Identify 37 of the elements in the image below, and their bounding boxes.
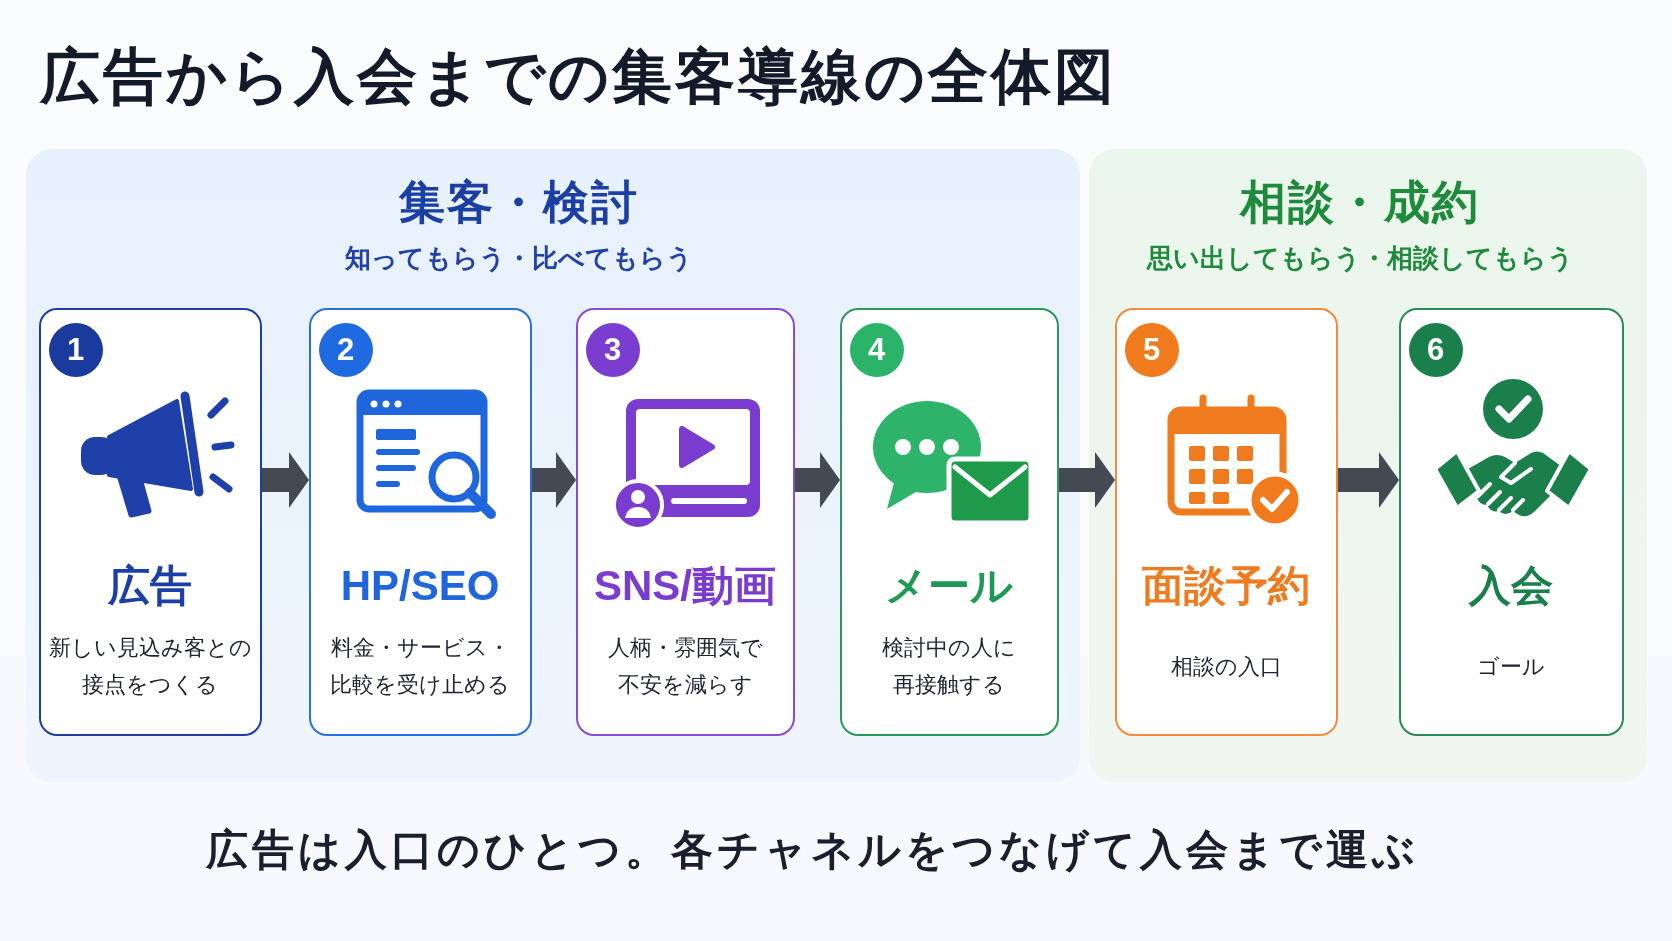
step-title: SNS/動画 [594,560,776,611]
step-description: 検討中の人に再接触する [881,634,1017,699]
diagram-caption: 広告は入口のひとつ。各チャネルをつなげて入会まで運ぶ [205,824,1419,875]
step-number-badge: 5 [1124,322,1179,377]
step-card [1399,308,1624,736]
step-title: 広告 [108,560,192,611]
diagram-title: 広告から入会までの集客導線の全体図 [40,42,1117,112]
arrow [1059,452,1115,508]
step-title: HP/SEO [340,560,500,611]
step-number-badge: 3 [585,322,640,377]
step-card [1115,308,1338,736]
step-number-badge: 4 [849,322,904,377]
stage-heading: 集客・検討 [399,175,639,231]
stage-subheading: 知ってもらう・比べてもらう [345,243,693,275]
stage-panel [1089,149,1647,782]
step-description: ゴール [1477,652,1545,681]
step-number-badge: 2 [318,322,373,377]
step-description: 料金・サービス・比較を受け止める [329,634,511,699]
step-card [576,308,795,736]
step-card [840,308,1059,736]
step-number-badge: 6 [1408,322,1463,377]
stage-heading: 相談・成約 [1240,175,1480,231]
step-title: 入会 [1469,560,1553,611]
stage-panel [26,149,1080,782]
step-card [309,308,532,736]
step-card [39,308,262,736]
arrow [795,452,840,508]
step-number-badge: 1 [48,322,103,377]
step-title: 面談予約 [1142,560,1310,611]
step-title: メール [885,560,1013,611]
arrow [532,452,576,508]
step-description: 相談の入口 [1170,652,1282,681]
arrow [262,452,309,508]
stage-subheading: 思い出してもらう・相談してもらう [1146,243,1574,275]
arrow [1338,452,1399,508]
step-description: 人柄・雰囲気で不安を減らす [606,634,764,699]
step-description: 新しい見込み客との接点をつくる [48,634,252,699]
